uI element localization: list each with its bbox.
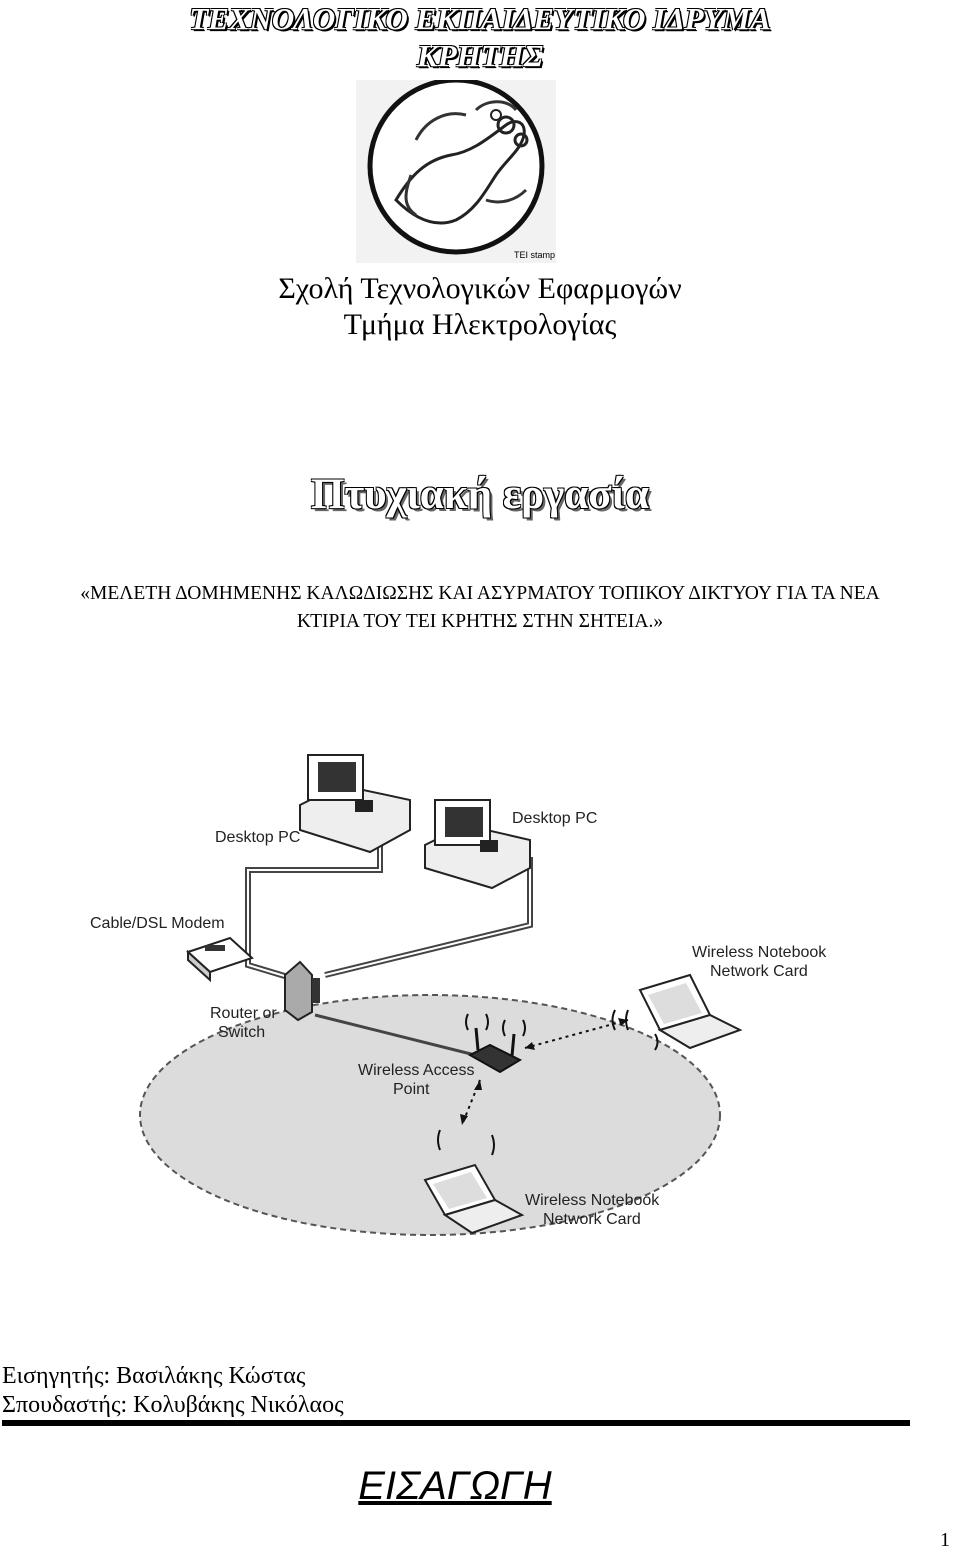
people-block: Εισηγητής: Βασιλάκης Κώστας Σπουδαστής: … [2,1362,344,1420]
cable-pc1-router [245,830,383,983]
arrowhead [618,1018,628,1026]
supervisor: Εισηγητής: Βασιλάκης Κώστας [2,1363,306,1389]
access-point-icon [465,1013,526,1074]
institution-title-line2: ΚΡΗΤΗΣ [417,38,543,73]
horizontal-rule [2,1420,910,1426]
arrowhead [474,1080,482,1090]
desktop-pc-1-label: Desktop PC [215,829,300,846]
department-name: Τμήμα Ηλεκτρολογίας [343,308,617,341]
notebook-2-label-line2: Network Card [543,1211,641,1228]
access-point-label-line1: Wireless Access [358,1062,474,1079]
school-block: Σχολή Τεχνολογικών Εφαρμογών Τμήμα Ηλεκτ… [0,271,960,343]
notebook-2-label-line1: Wireless Notebook [525,1192,660,1209]
notebook-icon [611,973,743,1051]
notebook-icon [423,1129,525,1235]
modem-icon [186,936,254,983]
thesis-heading: Πτυχιακή εργασία [310,471,650,518]
student: Σπουδαστής: Κολυβάκης Νικόλαος [2,1392,344,1418]
school-name: Σχολή Τεχνολογικών Εφαρμογών [278,272,682,305]
cable-router-ap [314,1013,476,1057]
notebook-1-label-line1: Wireless Notebook [692,944,827,961]
router-label-line2: Switch [218,1024,265,1041]
cable-pc1-router-inner [247,830,381,981]
notebook-1-label-line2: Network Card [710,963,808,980]
institution-title: ΤΕΧΝΟΛΟΓΙΚΟ ΕΚΠΑΙΔΕΥΤΙΚΟ ΙΔΡΥΜΑ ΚΡΗΤΗΣ [0,0,960,74]
arrowhead [460,1114,468,1125]
modem-label: Cable/DSL Modem [90,915,225,932]
router-icon [284,960,320,1022]
desktop-pc-2-label: Desktop PC [512,810,597,827]
desktop-pc-icon [299,754,411,854]
network-diagram: Desktop PC Desktop PC Cable/DSL Modem Ro… [90,754,827,1236]
arrowhead [525,1042,535,1050]
thesis-subject: «ΜΕΛΕΤΗ ΔΟΜΗΜΕΝΗΣ ΚΑΛΩΔΙΩΣΗΣ ΚΑΙ ΑΣΥΡΜΑΤ… [0,580,960,636]
router-label-line1: Router or [210,1005,277,1022]
wireless-coverage-area [139,994,721,1236]
institution-title-line1: ΤΕΧΝΟΛΟΓΙΚΟ ΕΚΠΑΙΔΕΥΤΙΚΟ ΙΔΡΥΜΑ [189,1,771,36]
thesis-subject-line1: «ΜΕΛΕΤΗ ΔΟΜΗΜΕΝΗΣ ΚΑΛΩΔΙΩΣΗΣ ΚΑΙ ΑΣΥΡΜΑΤ… [80,583,880,604]
section-title: ΕΙΣΑΓΩΓΗ [358,1464,552,1508]
tei-stamp-logo: TEI stamp [356,80,556,263]
desktop-pc-icon [424,799,531,890]
access-point-label-line2: Point [393,1081,430,1098]
stamp-caption: TEI stamp [514,250,555,260]
thesis-subject-line2: ΚΤΙΡΙΑ ΤΟΥ ΤΕΙ ΚΡΗΤΗΣ ΣΤΗΝ ΣΗΤΕΙΑ.» [296,611,664,632]
page-number: 1 [940,1529,950,1551]
